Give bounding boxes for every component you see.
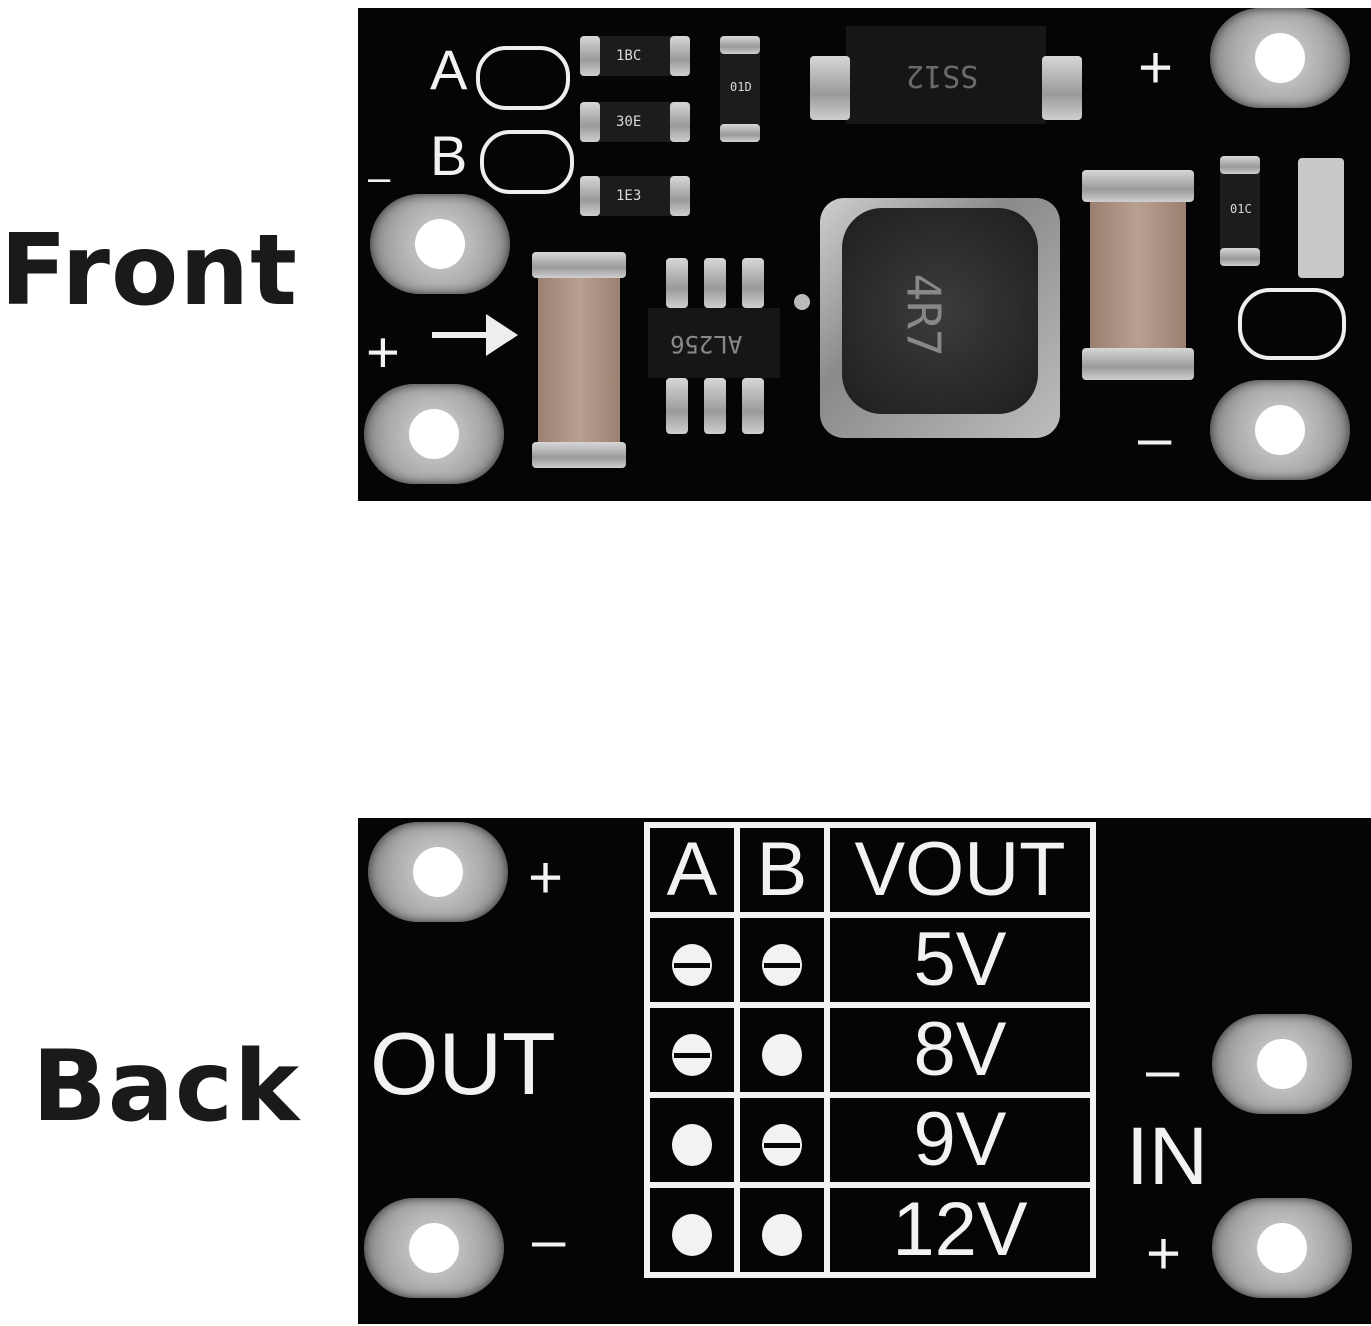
jumper-a-8v xyxy=(672,1033,712,1076)
resistor-01d: 01D xyxy=(720,36,760,142)
resistor-1e3: 1E3 xyxy=(580,176,690,216)
silk-b: B xyxy=(430,124,468,187)
silk-minus-right: – xyxy=(1138,404,1172,471)
pad-front-minus xyxy=(370,194,510,294)
pad-front-bottom-right xyxy=(1210,380,1350,480)
resistor-01c: 01C xyxy=(1220,156,1260,266)
front-pcb-photo: A B – 1BC 30E 1E3 01D SS12 + – + xyxy=(358,8,1371,501)
vout-5v: 5V xyxy=(824,912,1096,1008)
jumper-a-9v xyxy=(672,1123,712,1166)
jumper-b xyxy=(480,130,574,194)
pad-in-plus xyxy=(1212,1198,1352,1298)
header-a: A xyxy=(644,822,740,918)
vout-12v: 12V xyxy=(824,1182,1096,1278)
jumper-b-12v xyxy=(762,1213,802,1256)
front-label: Front xyxy=(0,214,298,328)
inductor-4r7: 4R7 xyxy=(842,208,1038,414)
vout-selection-table: A B VOUT 5V 8V 9V 12V xyxy=(644,822,1096,1278)
jumper-a xyxy=(476,46,570,110)
pad-in-minus xyxy=(1212,1014,1352,1114)
header-b: B xyxy=(734,822,830,918)
jumper-b-5v xyxy=(762,943,802,986)
input-capacitor xyxy=(532,252,626,468)
vout-8v: 8V xyxy=(824,1002,1096,1098)
back-label: Back xyxy=(32,1030,301,1144)
arrow-icon xyxy=(432,332,508,338)
jumper-a-5v xyxy=(672,943,712,986)
jumper-b-8v xyxy=(762,1033,802,1076)
header-vout: VOUT xyxy=(824,822,1096,918)
silk-in: IN xyxy=(1126,1111,1208,1202)
vout-9v: 9V xyxy=(824,1092,1096,1188)
silk-minus-left: – xyxy=(368,156,391,200)
jumper-right xyxy=(1238,288,1346,360)
silk-a: A xyxy=(430,38,468,101)
silk-in-minus: – xyxy=(1146,1036,1180,1103)
back-pcb-photo: + OUT – A B VOUT 5V 8V 9V 12V – xyxy=(358,818,1371,1324)
ic-al256: AL256 xyxy=(648,308,780,378)
silk-out-minus: – xyxy=(532,1206,566,1273)
pad-front-top-right xyxy=(1210,8,1350,108)
jumper-b-9v xyxy=(762,1123,802,1166)
jumper-a-12v xyxy=(672,1213,712,1256)
silk-plus-left: + xyxy=(366,320,400,385)
silk-out: OUT xyxy=(370,1014,556,1113)
silk-plus-right: + xyxy=(1138,34,1174,101)
pad-out-plus xyxy=(368,822,508,922)
resistor-30e: 30E xyxy=(580,102,690,142)
diode-ss12: SS12 xyxy=(846,26,1046,124)
silk-in-plus: + xyxy=(1146,1220,1182,1287)
pad-front-plus xyxy=(364,384,504,484)
silk-out-plus: + xyxy=(528,844,564,911)
output-capacitor xyxy=(1082,170,1194,380)
led xyxy=(1298,158,1344,278)
pin1-marker xyxy=(794,294,810,310)
resistor-1bc: 1BC xyxy=(580,36,690,76)
pad-out-minus xyxy=(364,1198,504,1298)
arrow-head-icon xyxy=(486,314,518,356)
